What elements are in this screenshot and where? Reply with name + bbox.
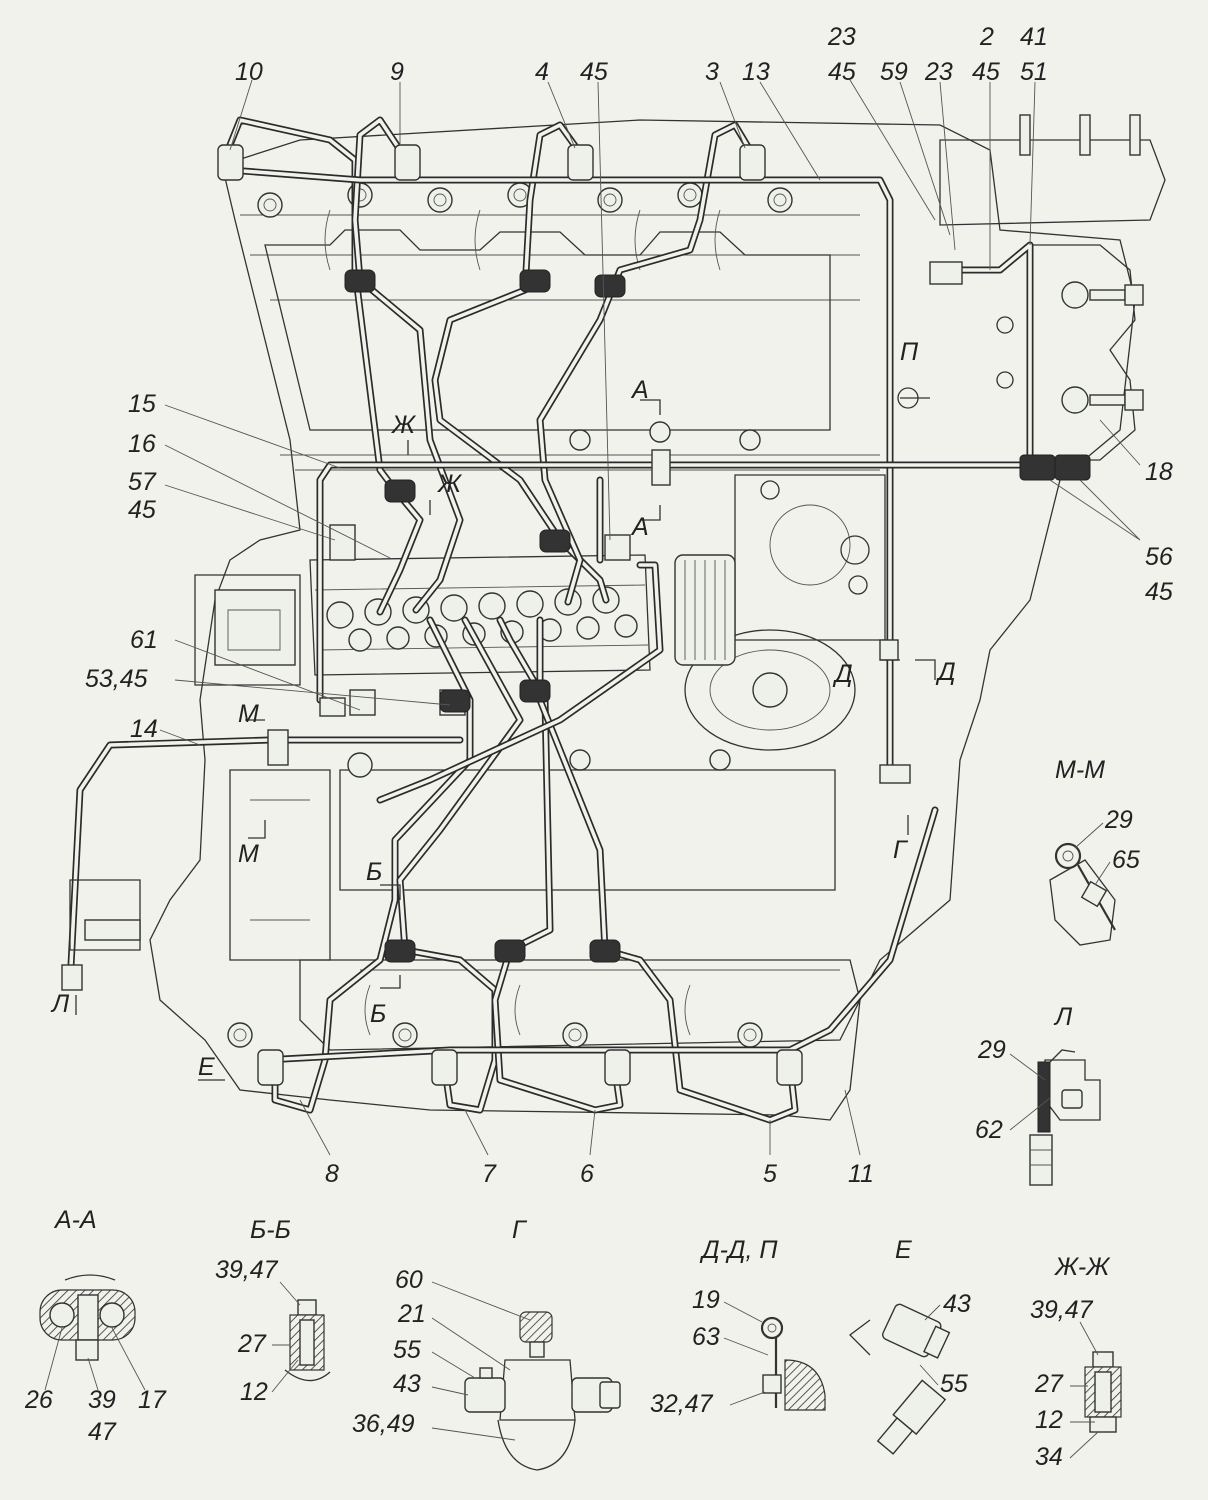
detail-m-m: М-М 29 65 [1049,756,1140,946]
title-d-d-p: Д-Д, П [699,1236,778,1264]
g-callout-43: 43 [393,1370,421,1398]
title-g: Г [512,1216,528,1244]
detail-g: Г 60 21 55 43 36,49 [352,1216,621,1471]
marker-e: Е [198,1053,215,1081]
callout-59: 59 [880,58,908,86]
callout-61: 61 [130,626,158,654]
callout-10: 10 [235,58,263,86]
marker-b-bottom: Б [370,1000,386,1028]
callout-41: 41 [1020,23,1048,51]
main-callouts: 10 9 4 45 3 13 23 45 59 23 2 45 41 51 15… [85,23,1173,1188]
g-callout-55: 55 [393,1336,421,1364]
callout-51: 51 [1020,58,1048,86]
callout-14: 14 [130,715,158,743]
callout-16: 16 [128,430,156,458]
section-letters: А А П Ж Ж М М Д Д Г Б Б Л Е [50,338,956,1081]
g-callout-21: 21 [397,1300,426,1328]
marker-m-bottom: М [238,840,259,868]
dd-callout-19: 19 [692,1286,720,1314]
zz-callout-39-47: 39,47 [1030,1296,1094,1324]
marker-m-top: М [238,700,259,728]
callout-4: 4 [535,58,549,86]
zz-callout-27: 27 [1034,1370,1064,1398]
g-callout-60: 60 [395,1266,423,1294]
callout-53-45: 53,45 [85,665,148,693]
callout-23: 23 [924,58,953,86]
marker-b-top: Б [366,858,382,886]
dd-callout-32-47: 32,47 [650,1390,714,1418]
detail-a-a: А-А 26 39 47 17 [24,1206,167,1446]
aa-callout-39: 39 [88,1386,116,1414]
marker-zh-bottom: Ж [436,470,463,498]
zz-callout-12: 12 [1035,1406,1063,1434]
aa-callout-47: 47 [88,1418,117,1446]
g-callout-36-49: 36,49 [352,1410,415,1438]
title-zh-zh: Ж-Ж [1053,1253,1111,1281]
marker-g: Г [893,836,909,864]
callout-45: 45 [128,496,156,524]
zz-callout-34: 34 [1035,1443,1063,1471]
section-markers [75,399,936,1081]
bb-callout-27: 27 [237,1330,267,1358]
mm-callout-29: 29 [1104,806,1133,834]
callout-23: 23 [827,23,856,51]
marker-d-left: Д [832,660,853,688]
detail-zh-zh: Ж-Ж 39,47 27 12 34 [1030,1253,1122,1471]
l-callout-62: 62 [975,1116,1003,1144]
callout-18: 18 [1145,458,1173,486]
detail-d-d-p: Д-Д, П 19 63 32,47 [650,1236,826,1418]
marker-a-top: А [630,376,649,404]
aa-callout-17: 17 [138,1386,167,1414]
callout-13: 13 [742,58,770,86]
callout-6: 6 [580,1160,594,1188]
callout-45: 45 [580,58,608,86]
callout-11: 11 [848,1160,874,1188]
title-b-b: Б-Б [250,1216,291,1244]
callout-2: 2 [979,23,994,51]
engine-block-outline [149,114,1166,1121]
bb-callout-39-47: 39,47 [215,1256,279,1284]
callout-15: 15 [128,390,156,418]
e-callout-43: 43 [943,1290,971,1318]
callout-8: 8 [325,1160,339,1188]
marker-zh-top: Ж [390,411,417,439]
callout-56: 56 [1145,543,1173,571]
callout-7: 7 [482,1160,497,1188]
marker-l: Л [50,990,70,1018]
injector-fittings [61,144,1091,1086]
return-fuel-lines [66,166,1034,1064]
callout-45: 45 [828,58,856,86]
marker-d-right: Д [935,658,956,686]
mm-callout-65: 65 [1112,846,1140,874]
callout-9: 9 [390,58,404,86]
aa-callout-26: 26 [24,1386,53,1414]
marker-p: П [900,338,919,366]
e-callout-55: 55 [940,1370,968,1398]
callout-45: 45 [1145,578,1173,606]
bb-callout-12: 12 [240,1378,268,1406]
callout-3: 3 [705,58,719,86]
title-a-a: А-А [53,1206,97,1234]
callout-5: 5 [763,1160,777,1188]
marker-a-bottom: А [630,513,649,541]
title-e: Е [895,1236,912,1264]
title-m-m: М-М [1055,756,1105,784]
leader-lines [159,79,1141,1156]
callout-57: 57 [128,468,157,496]
callout-45: 45 [972,58,1000,86]
l-callout-29: 29 [977,1036,1006,1064]
title-l: Л [1053,1003,1073,1031]
detail-e: Е 43 55 [849,1236,971,1455]
detail-b-b: Б-Б 39,47 27 12 [215,1216,331,1406]
dd-callout-63: 63 [692,1323,720,1351]
detail-l: Л 29 62 [975,1003,1101,1186]
